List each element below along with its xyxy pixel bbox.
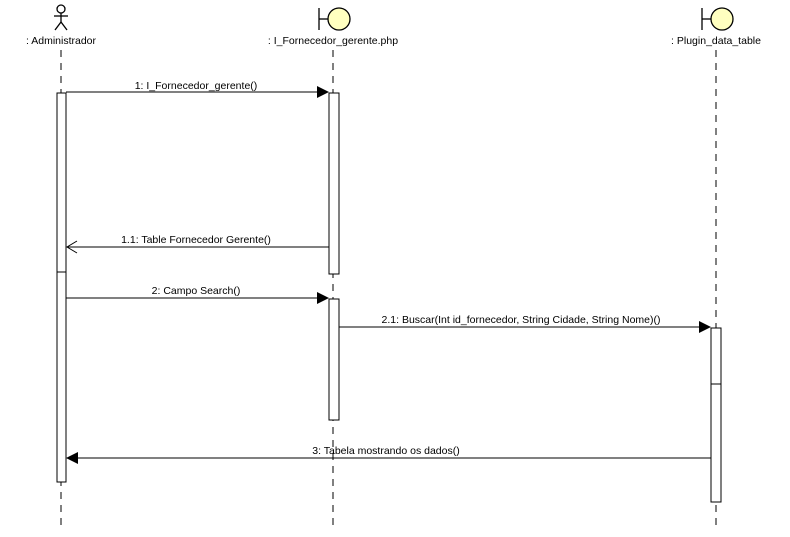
message-2: 2: Campo Search() [66,285,329,304]
message-label: 2.1: Buscar(Int id_fornecedor, String Ci… [382,314,661,326]
filled-arrowhead-icon [317,86,329,98]
activation-plugin [710,327,722,503]
message-label: 2: Campo Search() [152,285,241,297]
filled-arrowhead-icon [66,452,78,464]
message-3: 3: Tabela mostrando os dados() [66,445,711,464]
boundary-icon [701,7,734,31]
message-2-1: 2.1: Buscar(Int id_fornecedor, String Ci… [339,314,711,333]
boundary-icon [318,7,351,31]
filled-arrowhead-icon [699,321,711,333]
lifeline-label-admin: : Administrador [26,35,97,47]
message-label: 3: Tabela mostrando os dados() [312,445,459,457]
open-arrowhead-icon [66,240,78,254]
filled-arrowhead-icon [317,292,329,304]
message-1: 1: I_Fornecedor_gerente() [66,80,329,98]
activation-admin [56,92,67,483]
activation-page-1 [328,92,340,275]
actor-icon [54,4,68,31]
message-1-1: 1.1: Table Fornecedor Gerente() [66,234,329,254]
lifeline-label-page: : I_Fornecedor_gerente.php [268,35,398,47]
message-label: 1.1: Table Fornecedor Gerente() [121,234,271,246]
activation-page-2 [328,298,340,421]
message-label: 1: I_Fornecedor_gerente() [135,80,258,92]
lifeline-label-plugin: : Plugin_data_table [671,35,761,47]
activation-bars [56,92,722,503]
